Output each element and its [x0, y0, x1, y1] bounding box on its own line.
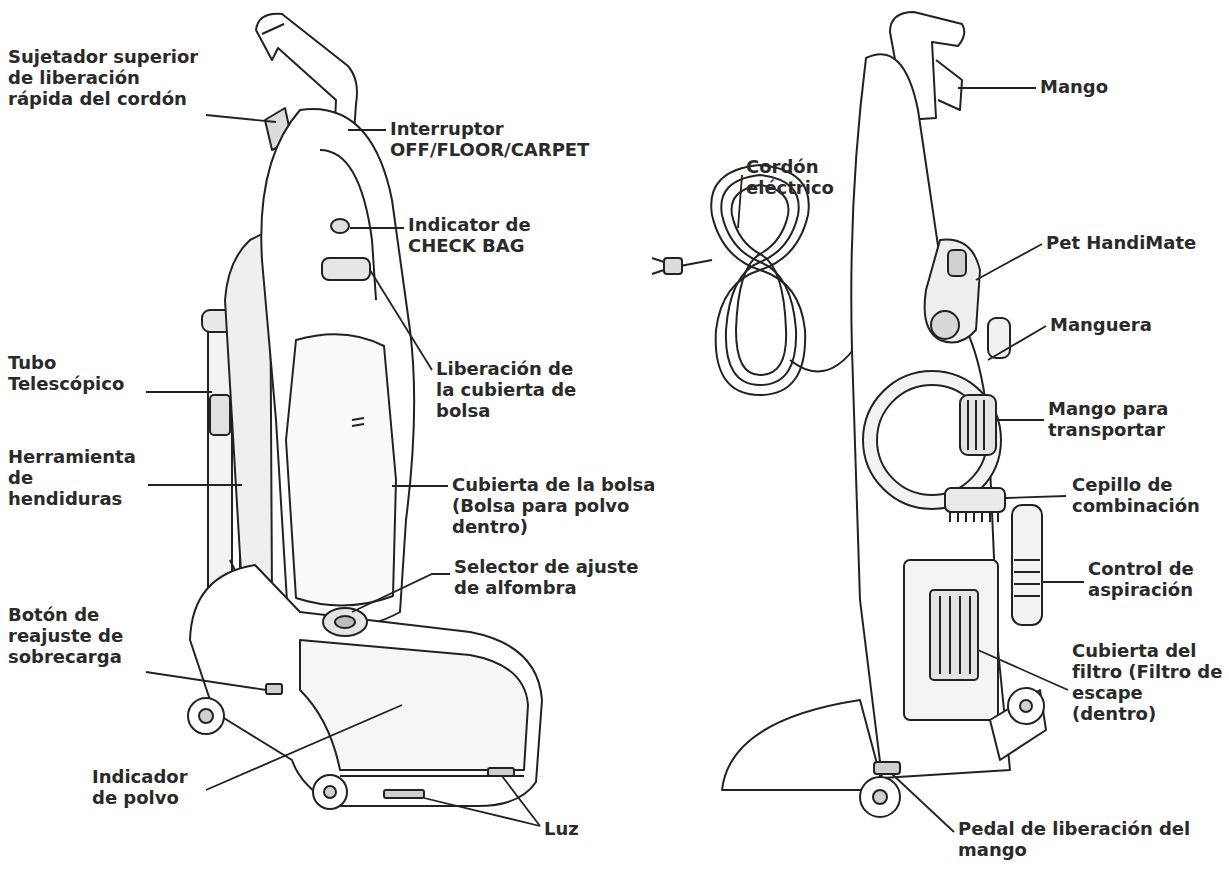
illustration-shape — [930, 590, 978, 680]
part-label: Cepillo de combinación — [1072, 474, 1228, 516]
illustration-shape — [188, 698, 224, 734]
illustration-shape — [988, 318, 1010, 358]
part-label: Sujetador superior de liberación rápida … — [8, 46, 208, 109]
part-label: Control de aspiración — [1088, 558, 1228, 600]
illustration-shape — [348, 129, 386, 131]
illustration-shape — [261, 109, 414, 628]
part-label: Herramienta de hendiduras — [8, 446, 146, 509]
illustration-shape — [722, 700, 884, 790]
illustration-shape — [874, 762, 900, 774]
illustration-shape — [190, 565, 542, 806]
illustration-shape — [1020, 700, 1032, 712]
illustration-shape — [352, 574, 450, 612]
illustration-shape — [925, 240, 980, 343]
illustration-shape — [384, 790, 424, 798]
illustration-shape — [976, 244, 1042, 280]
part-label: Mango — [1040, 76, 1160, 97]
illustration-shape — [313, 775, 347, 809]
illustration-shape — [968, 400, 984, 450]
illustration-shape — [146, 672, 266, 690]
illustration-shape — [324, 786, 336, 798]
illustration-shape — [958, 87, 1036, 89]
part-label: Tubo Telescópico — [8, 352, 140, 394]
part-label: Manguera — [1050, 314, 1200, 335]
part-label: Botón de reajuste de sobrecarga — [8, 604, 146, 667]
illustration-shape — [320, 150, 376, 300]
illustration-shape — [945, 488, 1005, 512]
illustration-shape — [721, 175, 798, 385]
illustration-shape — [262, 24, 284, 34]
part-label: Indicator de CHECK BAG — [408, 214, 578, 256]
illustration-shape — [738, 175, 742, 228]
illustration-shape — [352, 418, 364, 426]
illustration-shape — [286, 334, 396, 605]
part-label: Mango para transportar — [1048, 398, 1224, 440]
illustration-shape — [652, 258, 664, 274]
illustration-shape — [948, 250, 966, 276]
illustration-shape — [1042, 581, 1084, 583]
illustration-shape — [1012, 505, 1042, 625]
illustration-shape — [206, 705, 402, 790]
part-label: Interruptor OFF/FLOOR/CARPET — [390, 118, 590, 160]
illustration-shape — [680, 260, 712, 266]
illustration-shape — [331, 219, 349, 233]
illustration-shape — [904, 560, 998, 720]
illustration-shape — [300, 640, 528, 770]
part-label: Luz — [544, 818, 604, 839]
illustration-shape — [323, 608, 367, 636]
illustration-shape — [711, 165, 809, 395]
illustration-shape — [148, 484, 242, 486]
illustration-shape — [873, 790, 887, 804]
illustration-shape — [732, 185, 789, 375]
illustration-shape — [206, 115, 276, 122]
illustration-shape — [892, 774, 954, 832]
illustration-shape — [931, 311, 959, 339]
illustration-shape — [424, 798, 540, 826]
part-label: Indicador de polvo — [92, 766, 204, 808]
illustration-shape — [1006, 496, 1066, 498]
illustration-shape — [860, 777, 900, 817]
illustration-shape — [199, 709, 213, 723]
illustration-shape — [988, 326, 1046, 360]
illustration-shape — [940, 596, 970, 674]
illustration-shape — [1008, 688, 1044, 724]
part-label: Cubierta de la bolsa (Bolsa para polvo d… — [452, 474, 710, 537]
part-label: Liberación de la cubierta de bolsa — [436, 358, 586, 421]
illustration-shape — [488, 768, 514, 776]
part-label: Cubierta del filtro (Filtro de escape (d… — [1072, 640, 1228, 724]
illustration-shape — [370, 270, 432, 370]
part-label: Cordón eléctrico — [746, 156, 856, 198]
illustration-shape — [1014, 560, 1040, 596]
leader-lines — [146, 88, 1084, 832]
illustration-shape — [335, 616, 355, 628]
illustration-shape — [266, 684, 282, 694]
rear-view-vacuum — [652, 12, 1046, 817]
illustration-shape — [146, 391, 212, 393]
illustration-shape — [350, 227, 404, 229]
illustration-shape — [936, 60, 962, 110]
illustration-shape — [392, 485, 448, 487]
part-label: Pet HandiMate — [1046, 232, 1226, 253]
illustration-shape — [960, 395, 996, 455]
illustration-shape — [711, 165, 809, 395]
illustration-shape — [322, 258, 370, 280]
illustration-shape — [210, 395, 230, 435]
illustration-shape — [851, 54, 1010, 778]
illustration-shape — [664, 258, 682, 274]
part-label: Selector de ajuste de alfombra — [454, 556, 654, 598]
illustration-shape — [950, 512, 998, 522]
illustration-shape — [996, 419, 1044, 421]
part-label: Pedal de liberación del mango — [958, 818, 1218, 860]
illustration-shape — [978, 650, 1068, 690]
